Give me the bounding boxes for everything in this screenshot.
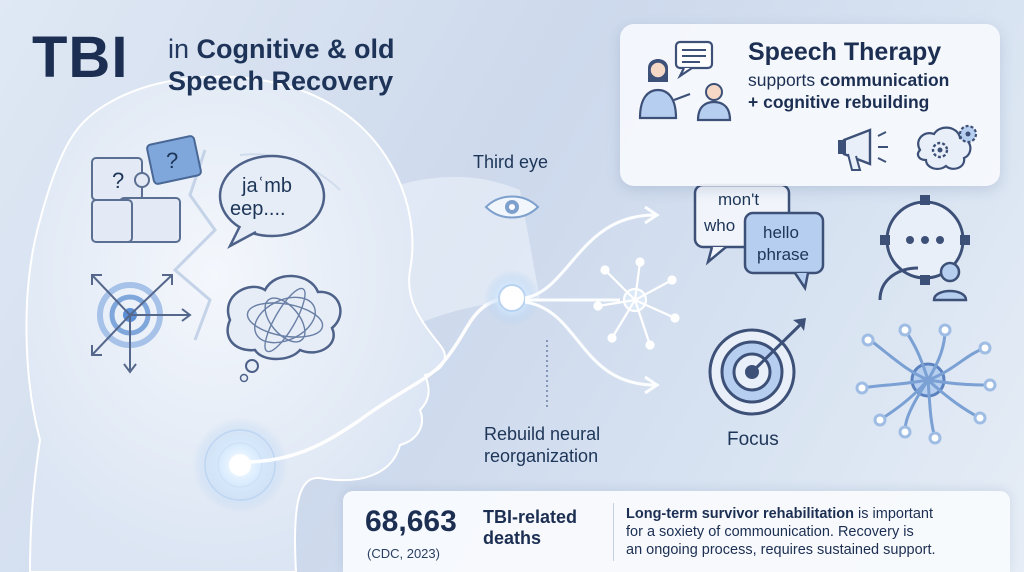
third-eye-label: Third eye bbox=[473, 152, 549, 172]
title-line2: Speech Recovery bbox=[168, 66, 394, 96]
focus-label: Focus bbox=[727, 429, 779, 450]
rebuild-label-line2: reorganization bbox=[484, 446, 599, 466]
megaphone-icon bbox=[838, 128, 888, 171]
rebuild-label: Rebuild neural reorganization bbox=[484, 423, 634, 467]
confused-speech-bubble-icon: jaʿmb eep.... bbox=[218, 154, 326, 249]
speech-therapy-sub2: + cognitive rebuilding bbox=[748, 92, 930, 112]
stat-note-line2: for a soxiety of commounication. Recover… bbox=[626, 524, 914, 540]
rebuild-label-line1: Rebuild neural bbox=[484, 424, 601, 444]
neuron-icon-large bbox=[855, 323, 997, 445]
speech-therapy-sub1: supports communication bbox=[748, 70, 949, 91]
chat-bubbles-icon bbox=[693, 183, 825, 292]
title-in-word: in bbox=[168, 34, 190, 64]
stat-note-bold: Long-term survivor rehabilitation bbox=[626, 506, 854, 522]
stat-number: 68,663 bbox=[365, 505, 457, 538]
puzzle-question-1: ? bbox=[112, 168, 124, 193]
stats-bar: 68,663 TBI-related deaths (CDC, 2023) Lo… bbox=[343, 491, 1010, 572]
stat-note-line1-rest: is important bbox=[854, 506, 933, 522]
scattered-focus-icon bbox=[91, 274, 192, 374]
thinking-person-gear-icon bbox=[878, 195, 970, 302]
title-tbi: TBI bbox=[32, 25, 129, 90]
stat-source: (CDC, 2023) bbox=[367, 546, 440, 561]
puzzle-question-2: ? bbox=[166, 148, 178, 173]
chat-back-line2: who bbox=[704, 216, 736, 235]
speech-sub1-bold: communication bbox=[820, 70, 950, 90]
therapist-icon bbox=[638, 59, 691, 120]
stat-label-line1: TBI-related bbox=[483, 507, 578, 527]
patient-icon bbox=[696, 83, 732, 122]
title-line1: in Cognitive & old bbox=[168, 34, 395, 65]
speech-bubble-line1: jaʿmb bbox=[241, 175, 292, 197]
stat-label-line2: deaths bbox=[483, 528, 542, 548]
chat-front-line2: phrase bbox=[757, 245, 809, 264]
focus-target-icon bbox=[708, 318, 806, 416]
neuron-icon-small bbox=[593, 257, 680, 350]
crack-line bbox=[172, 149, 217, 341]
branch-arrows bbox=[524, 205, 660, 395]
chat-back-line1: mon't bbox=[718, 190, 760, 209]
card-bottom-icons bbox=[838, 124, 978, 171]
stat-note: Long-term survivor rehabilitation is imp… bbox=[626, 505, 1001, 559]
stats-divider bbox=[613, 503, 614, 561]
speech-bubble-line2: eep.... bbox=[230, 198, 286, 220]
therapist-patient-icon bbox=[638, 40, 732, 122]
speech-sub1-plain: supports bbox=[748, 70, 816, 90]
stat-note-line1: Long-term survivor rehabilitation is imp… bbox=[626, 505, 1001, 523]
brain-gears-icon bbox=[916, 124, 978, 170]
puzzle-icon: ? ? bbox=[91, 135, 202, 243]
neural-path bbox=[249, 296, 506, 464]
title-line1-text: Cognitive & old bbox=[196, 34, 395, 64]
stat-label: TBI-related deaths bbox=[483, 507, 603, 549]
chat-front-line1: hello bbox=[763, 223, 799, 242]
tangled-thought-cloud-icon bbox=[226, 274, 342, 383]
speech-therapy-card: Speech Therapy supports communication + … bbox=[620, 24, 1000, 186]
stat-note-line3: an ongoing process, requires sustained s… bbox=[626, 542, 936, 558]
third-eye-icon bbox=[484, 195, 540, 219]
speech-therapy-title: Speech Therapy bbox=[748, 38, 942, 66]
